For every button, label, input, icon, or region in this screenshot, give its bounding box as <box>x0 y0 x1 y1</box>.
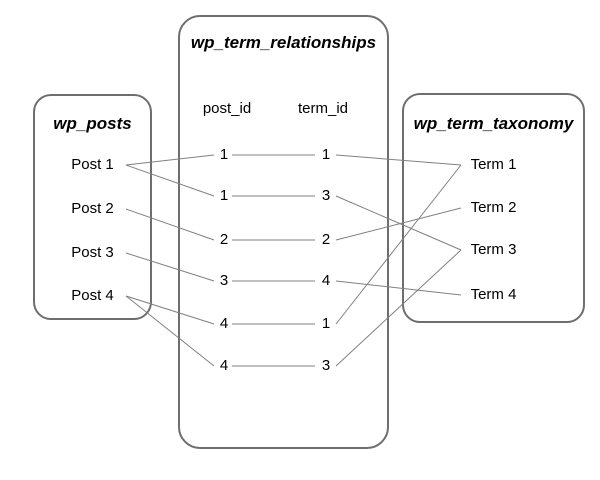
posts-table-title: wp_posts <box>53 114 132 133</box>
post-id-value: 3 <box>219 272 229 289</box>
term-item: Term 3 <box>470 241 517 258</box>
term-id-value: 4 <box>321 272 331 289</box>
term-item: Term 1 <box>470 156 517 173</box>
term-taxonomy-table-title: wp_term_taxonomy <box>413 114 574 133</box>
post-item: Post 2 <box>71 200 114 217</box>
term-id-value: 1 <box>321 146 331 163</box>
term-relationships-table: wp_term_relationships post_id term_id 1 … <box>178 15 389 449</box>
term-item: Term 2 <box>470 199 517 216</box>
post-id-value: 1 <box>219 187 229 204</box>
term-id-value: 2 <box>321 231 331 248</box>
post-item: Post 3 <box>71 244 114 261</box>
term-id-value: 3 <box>321 357 331 374</box>
term-taxonomy-table: wp_term_taxonomy Term 1 Term 2 Term 3 Te… <box>402 93 585 323</box>
post-item: Post 1 <box>71 156 114 173</box>
term-id-value: 3 <box>321 187 331 204</box>
post-id-value: 4 <box>219 357 229 374</box>
term-id-column-header: term_id <box>297 100 349 117</box>
post-id-column-header: post_id <box>202 100 252 117</box>
posts-table: wp_posts Post 1 Post 2 Post 3 Post 4 <box>33 94 152 320</box>
post-id-value: 2 <box>219 231 229 248</box>
term-item: Term 4 <box>470 286 517 303</box>
post-id-value: 4 <box>219 315 229 332</box>
term-relationships-table-title: wp_term_relationships <box>190 33 377 52</box>
term-id-value: 1 <box>321 315 331 332</box>
post-id-value: 1 <box>219 146 229 163</box>
post-item: Post 4 <box>71 287 114 304</box>
